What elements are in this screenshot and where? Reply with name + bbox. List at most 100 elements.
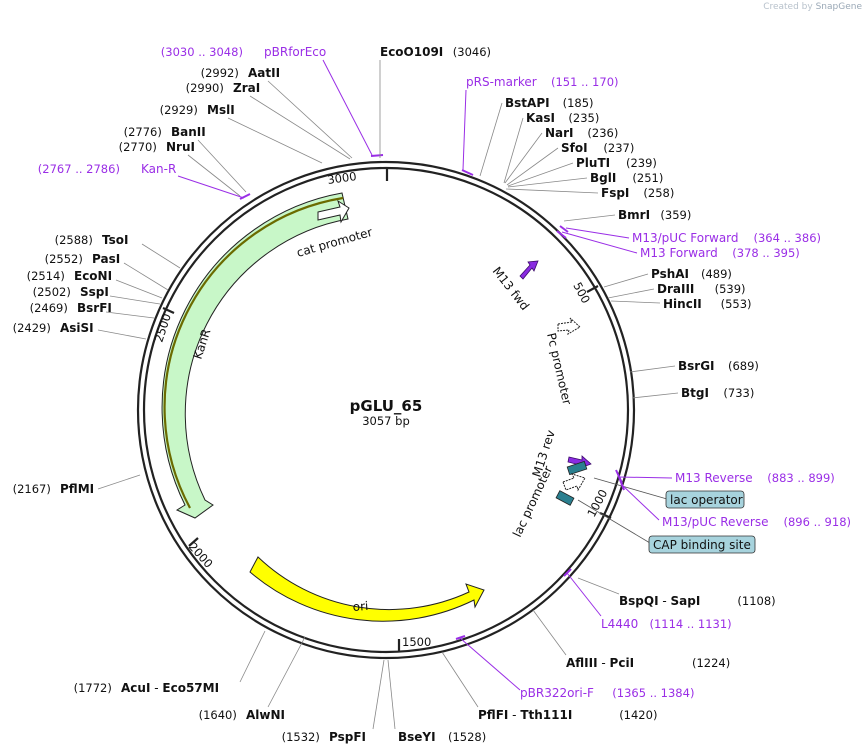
enzyme-site-hincii[interactable]: HincII(553) xyxy=(610,297,752,311)
enzyme-leader-line xyxy=(603,273,649,288)
enzyme-position: (2929) xyxy=(160,103,198,117)
m13-fwd-feature[interactable] xyxy=(519,260,539,280)
enzyme-position: (2588) xyxy=(55,233,93,247)
enzyme-position: (236) xyxy=(587,126,618,140)
primer-pbrforeco[interactable]: pBRforEco(3030 .. 3048) xyxy=(161,45,373,156)
enzyme-site-pshai[interactable]: PshAI(489) xyxy=(603,267,732,288)
enzyme-site-banii[interactable]: BanII(2776) xyxy=(124,125,247,193)
enzyme-site-btgi[interactable]: BtgI(733) xyxy=(631,386,754,400)
enzyme-name-2: Tth111I xyxy=(520,708,572,722)
enzyme-leader-line xyxy=(629,365,676,373)
tick-label-500: 500 xyxy=(570,280,593,306)
enzyme-site-draiii[interactable]: DraIII(539) xyxy=(607,282,746,299)
enzyme-position: (251) xyxy=(632,171,663,185)
enzyme-site-asisi[interactable]: AsiSI(2429) xyxy=(13,321,147,340)
primer-leader-line xyxy=(618,476,673,479)
enzyme-site-sfoi[interactable]: SfoI (237) xyxy=(506,141,634,186)
enzyme-name: PluTI xyxy=(576,156,610,170)
enzyme-sep: - xyxy=(598,656,610,670)
enzyme-leader-line xyxy=(115,279,163,299)
enzyme-site-bsrfi[interactable]: BsrFI(2469) xyxy=(30,301,155,319)
enzyme-site-acui[interactable]: AcuI - Eco57MI (1772) xyxy=(74,630,266,695)
enzyme-name: AcuI - Eco57MI xyxy=(121,681,219,695)
enzyme-site-bmri[interactable]: BmrI(359) xyxy=(563,208,691,222)
ori-feature[interactable] xyxy=(249,556,485,622)
primer-m13pucrev[interactable]: M13/pUC Reverse(896 .. 918) xyxy=(620,483,852,529)
primer-pbr322orif[interactable]: pBR322ori-F(1365 .. 1384) xyxy=(459,637,694,700)
cap-site-box[interactable] xyxy=(555,490,575,506)
enzyme-position: (1420) xyxy=(619,708,657,722)
enzyme-labels: EcoO109I(3046) AatII(2992)ZraI(2990)MslI (… xyxy=(13,45,776,744)
enzyme-position: (2552) xyxy=(45,252,83,266)
enzyme-position: (185) xyxy=(563,96,594,110)
enzyme-site-afliii[interactable]: AflIII - PciI(1224) xyxy=(532,609,730,670)
primer-range: (896 .. 918) xyxy=(784,515,852,529)
primer-range: (378 .. 395) xyxy=(732,246,800,260)
enzyme-name: SfoI xyxy=(561,141,588,155)
enzyme-name: PspFI xyxy=(329,730,366,744)
primer-leader-line xyxy=(565,227,630,239)
cap-site-badge[interactable] xyxy=(648,535,756,554)
primer-name: pBR322ori-F xyxy=(520,686,594,700)
enzyme-site-pflfi[interactable]: PflFI - Tth111I(1420) xyxy=(441,651,657,722)
enzyme-sep: - xyxy=(508,708,520,722)
enzyme-name: FspI xyxy=(601,186,629,200)
enzyme-name: EcoNI xyxy=(74,269,112,283)
enzyme-name: PshAI xyxy=(651,267,689,281)
enzyme-site-bgli[interactable]: BglI(251) xyxy=(507,171,663,188)
tick-label-2500: 2500 xyxy=(152,312,174,344)
enzyme-site-nrui[interactable]: NruI(2770) xyxy=(119,140,241,197)
enzyme-site-bspqi[interactable]: BspQI - SapI(1108) xyxy=(577,577,776,608)
primer-m13pucfwd[interactable]: M13/pUC Forward(364 .. 386) xyxy=(565,227,821,245)
kanr-feature[interactable] xyxy=(161,192,349,519)
primer-prsmarker[interactable]: pRS-marker(151 .. 170) xyxy=(462,75,619,171)
enzyme-site-bsrgi[interactable]: BsrGI(689) xyxy=(629,359,759,373)
ori-label: ori xyxy=(352,599,369,614)
enzyme-site-msli[interactable]: MslI (2929) xyxy=(160,103,323,164)
enzyme-leader-line xyxy=(105,311,155,319)
enzyme-site-pflmi[interactable]: PflMI(2167) xyxy=(13,474,141,496)
enzyme-leader-line xyxy=(507,162,574,187)
enzyme-site-fspi[interactable]: FspI(258) xyxy=(505,186,674,200)
enzyme-site-kasi[interactable]: KasI(235) xyxy=(503,111,599,184)
enzyme-site-tsoi[interactable]: TsoI(2588) xyxy=(55,233,181,269)
enzyme-site-bseyi[interactable]: BseYI(1528) xyxy=(387,659,486,744)
enzyme-name: MslI xyxy=(207,103,235,117)
enzyme-name: PflMI xyxy=(60,482,94,496)
enzyme-site-econi[interactable]: EcoNI(2514) xyxy=(27,269,163,299)
primer-m13fwd[interactable]: M13 Forward(378 .. 395) xyxy=(561,231,800,260)
enzyme-site-zrai[interactable]: ZraI(2990) xyxy=(186,81,351,160)
enzyme-position: (3046) xyxy=(453,45,491,59)
cat-promoter-feature[interactable] xyxy=(317,199,350,224)
enzyme-site-aatii[interactable]: AatII(2992) xyxy=(201,66,353,159)
enzyme-site-bstapi[interactable]: BstAPI(185) xyxy=(479,96,594,177)
primer-m13rev[interactable]: M13 Reverse(883 .. 899) xyxy=(618,471,835,485)
enzyme-leader-line xyxy=(504,132,543,184)
enzyme-site-pasi[interactable]: PasI(2552) xyxy=(45,252,169,291)
cap-site-badge-label: CAP binding site xyxy=(653,538,751,552)
enzyme-position: (1772) xyxy=(74,681,112,695)
pc-promoter-feature[interactable] xyxy=(557,317,581,336)
primer-range: (883 .. 899) xyxy=(767,471,835,485)
enzyme-site-nari[interactable]: NarI(236) xyxy=(504,126,618,184)
enzyme-position: (237) xyxy=(603,141,634,155)
lac-operator-badge-label: lac operator xyxy=(670,493,743,507)
enzyme-name: BanII xyxy=(171,125,206,139)
enzyme-site-ecoo109i[interactable]: EcoO109I(3046) xyxy=(379,45,491,158)
primer-range: (151 .. 170) xyxy=(551,75,619,89)
enzyme-site-alwni[interactable]: AlwNI(1640) xyxy=(199,636,306,722)
lac-promoter-feature[interactable] xyxy=(562,473,586,492)
enzyme-site-pspfi[interactable]: PspFI (1532) xyxy=(282,659,385,744)
enzyme-leader-line xyxy=(607,288,655,299)
lac-operator-box[interactable] xyxy=(566,460,588,476)
enzyme-leader-line xyxy=(141,243,181,269)
lac-operator-badge[interactable] xyxy=(665,490,745,509)
enzyme-leader-line xyxy=(532,609,567,656)
primer-l4440[interactable]: L4440(1114 .. 1131) xyxy=(566,572,732,631)
enzyme-position: (1532) xyxy=(282,730,320,744)
primer-kanr[interactable]: Kan-R(2767 .. 2786) xyxy=(38,162,245,199)
enzyme-site-sspi[interactable]: SspI(2502) xyxy=(33,285,161,305)
enzyme-leader-line xyxy=(577,577,620,595)
plasmid-length: 3057 bp xyxy=(362,414,410,428)
enzyme-site-pluti[interactable]: PluTI(239) xyxy=(507,156,657,187)
